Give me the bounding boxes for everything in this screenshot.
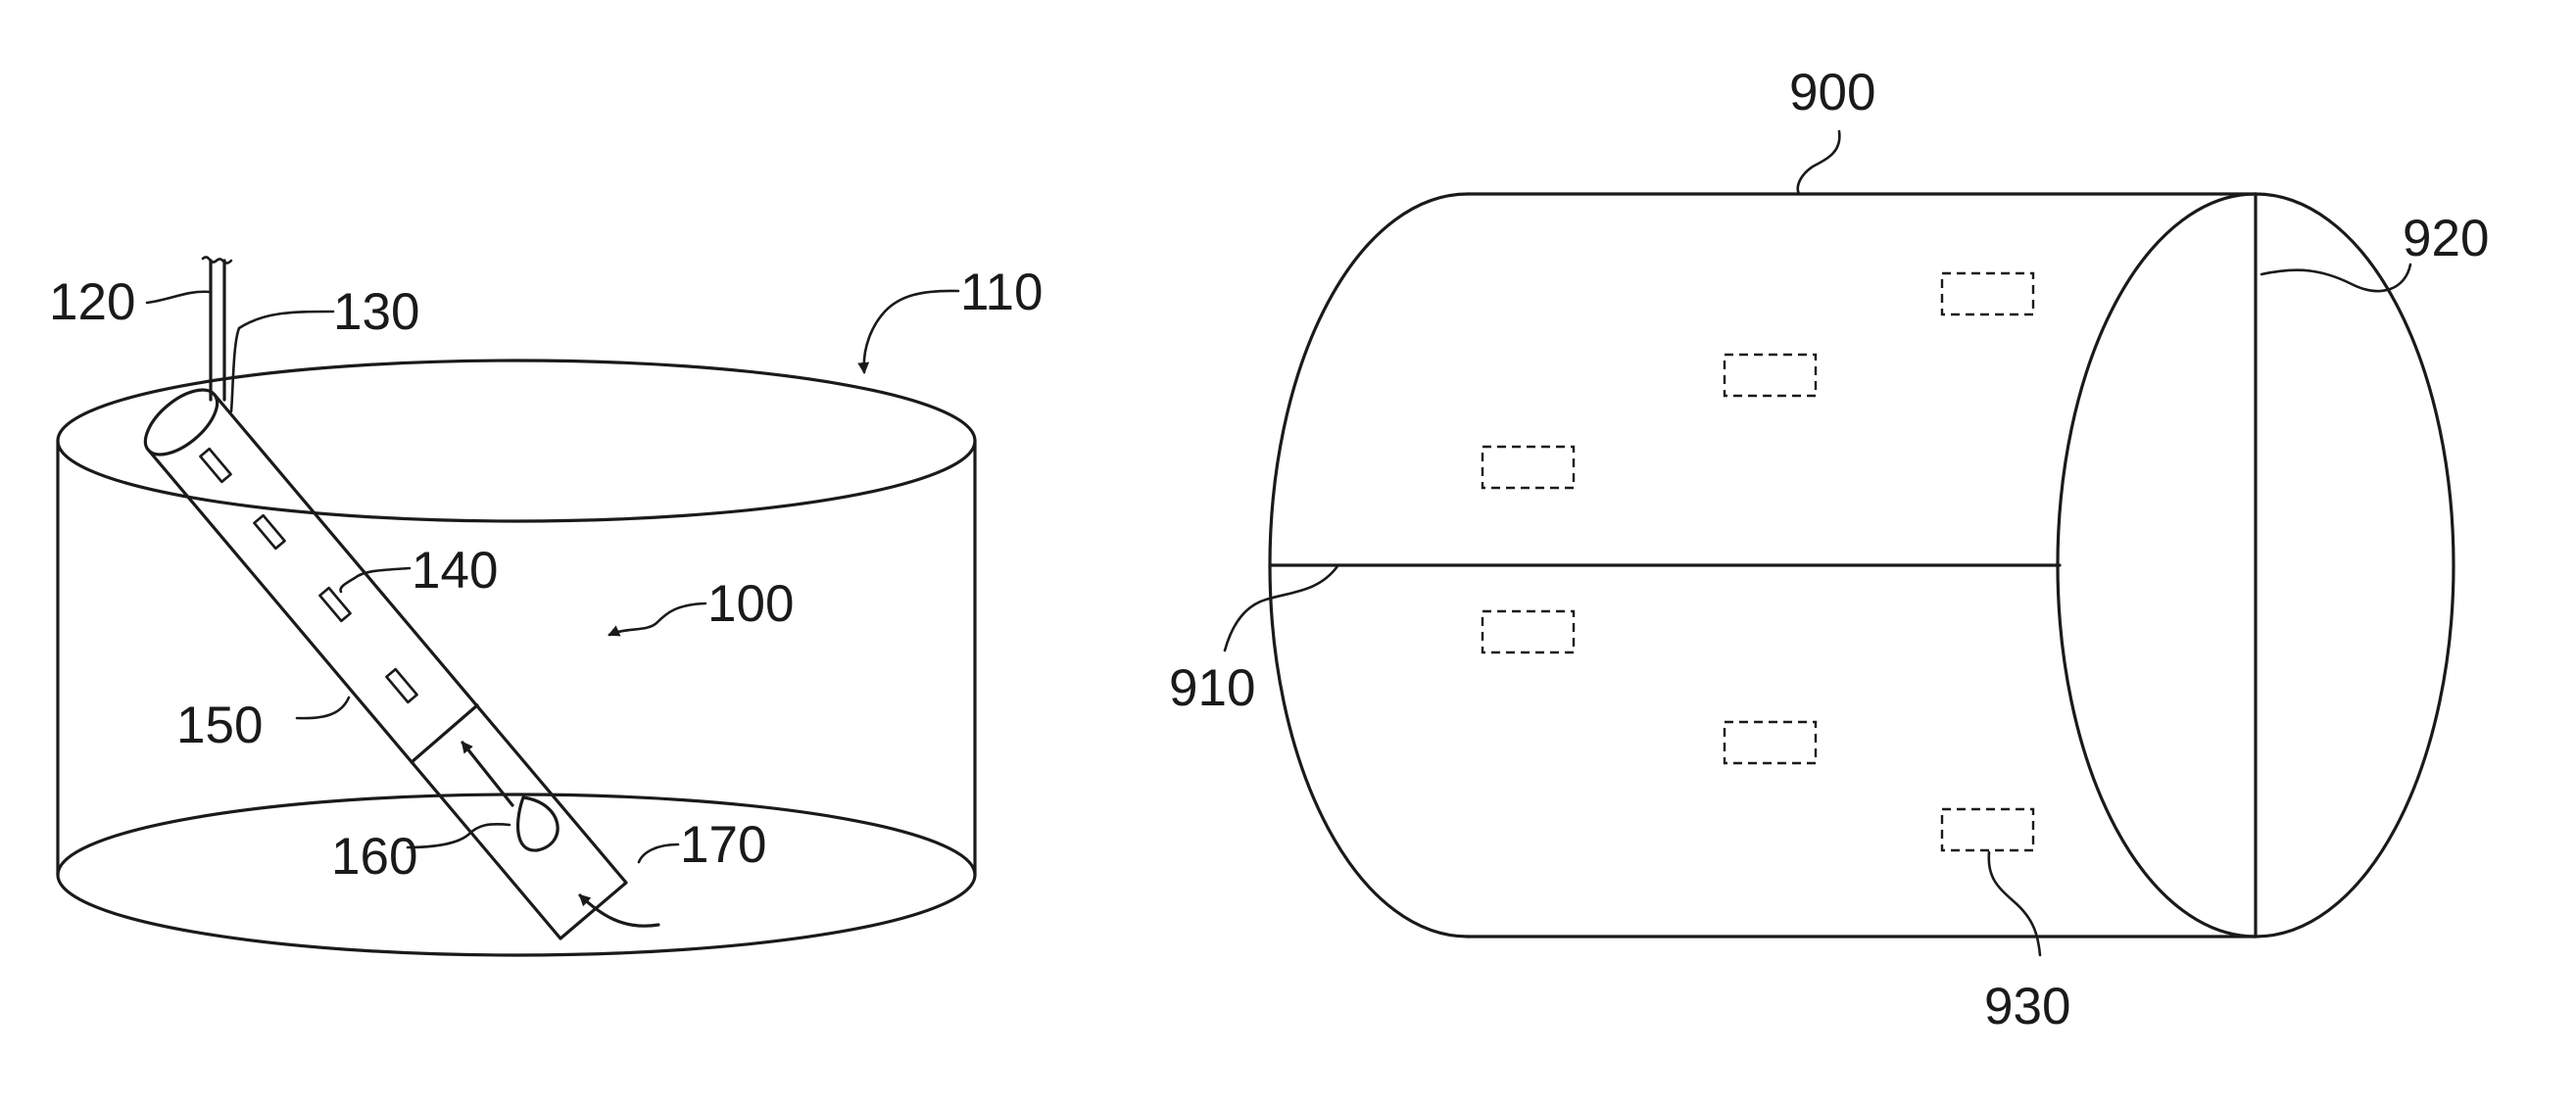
label-160: 160 [331,828,417,886]
label-130: 130 [333,283,419,341]
cylinder-900 [1270,194,2454,937]
label-150: 150 [176,697,263,754]
left-leaders [147,291,958,862]
label-900: 900 [1789,64,1875,121]
label-140: 140 [412,542,498,600]
probe-section-divider [412,705,477,762]
container-110 [58,361,975,955]
label-120: 120 [49,273,135,331]
label-920: 920 [2403,210,2489,267]
label-110: 110 [960,264,1044,321]
sensor-160 [518,797,559,850]
label-170: 170 [680,816,766,874]
label-930: 930 [1984,978,2070,1035]
label-100: 100 [707,575,794,633]
container-bottom [58,794,975,955]
container-top-rim [58,361,975,521]
right-leaders [1225,131,2410,955]
sensors-930 [1482,273,2033,850]
right-drawing: 900 920 910 930 [1169,64,2489,1035]
label-910: 910 [1169,659,1255,717]
probe-slots [200,449,416,702]
left-drawing: 120 130 110 140 100 150 160 170 [49,257,1044,955]
